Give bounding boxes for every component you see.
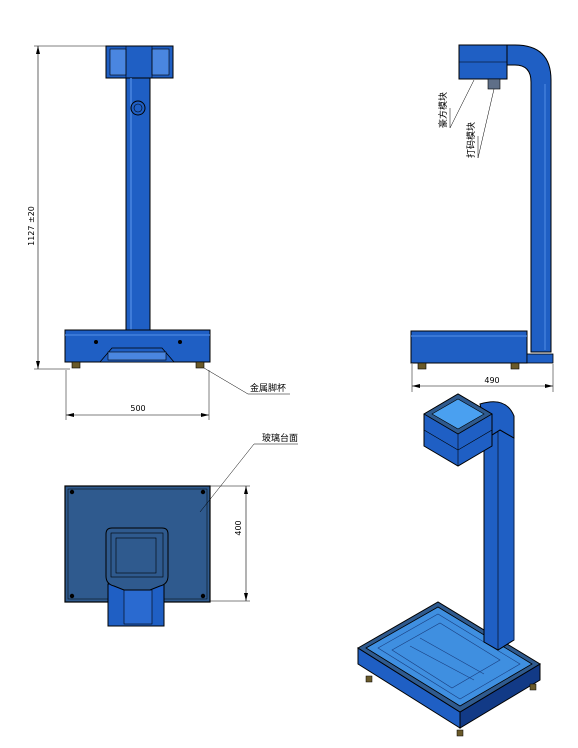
callout-print-module: 打码模块 xyxy=(465,122,477,158)
front-foot-left xyxy=(71,361,81,369)
top-head-module xyxy=(105,527,169,591)
callout-glass-surface: 玻璃台面 xyxy=(262,432,298,444)
callout-metal-feet: 金属脚杯 xyxy=(250,382,286,394)
side-foot-left xyxy=(417,362,427,370)
front-column-knob xyxy=(130,100,146,116)
front-width-dimension: 500 xyxy=(130,404,145,413)
iso-head-screen xyxy=(431,398,485,430)
side-foot-right xyxy=(510,362,520,370)
top-depth-dimension: 400 xyxy=(234,520,243,535)
side-view: 豪方模块 打码模块 490 xyxy=(410,44,554,392)
isometric-view xyxy=(357,393,541,737)
front-height-dimension: 1127 ±20 xyxy=(27,206,36,246)
front-foot-right xyxy=(195,361,205,369)
side-curved-column xyxy=(506,44,552,353)
side-width-dimension: 490 xyxy=(484,376,499,385)
iso-column xyxy=(483,429,515,651)
front-view: 1127 ±20 500 金属脚杯 xyxy=(27,45,290,420)
callout-square-module: 豪方模块 xyxy=(437,92,449,128)
front-column xyxy=(125,77,151,337)
top-view: 玻璃台面 400 xyxy=(64,432,298,627)
